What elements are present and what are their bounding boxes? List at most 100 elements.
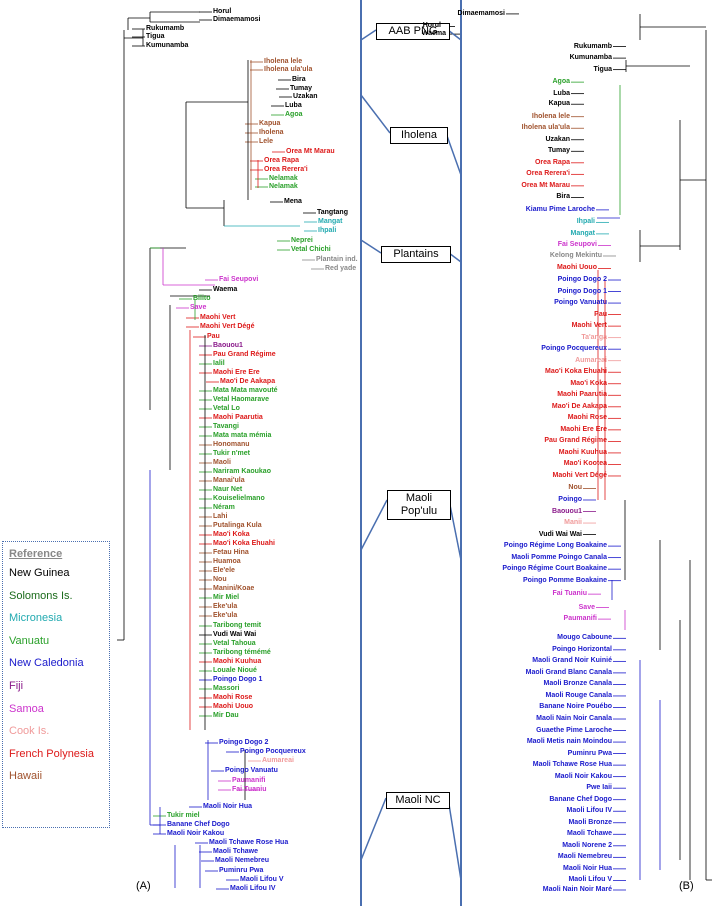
tree-a-leaf: Manini/Koae bbox=[213, 585, 255, 592]
tree-a-leaf: Orea Rerera'i bbox=[264, 166, 308, 173]
tree-b-leaf: Waema bbox=[421, 30, 446, 38]
branch bbox=[360, 797, 387, 861]
tree-b-leaf: Orea Mt Marau bbox=[521, 181, 570, 189]
tree-b-leaf: Poingo Horizontal bbox=[552, 645, 612, 653]
tree-b-leaf: Save bbox=[578, 603, 595, 611]
branch bbox=[447, 797, 462, 881]
tree-b-leaf: Maohi Vert Dégé bbox=[552, 471, 607, 479]
tree-b-leaf: Kumunamba bbox=[569, 54, 612, 62]
tree-b-leaf: Ta'anga bbox=[581, 333, 607, 341]
tree-b-leaf: Uzakan bbox=[545, 135, 570, 143]
tree-b-leaf: Maoli Grand Blanc Canala bbox=[525, 668, 612, 676]
tree-b-leaf: Poingo bbox=[558, 495, 582, 503]
group-box-maoli-nc: Maoli NC bbox=[386, 792, 450, 809]
tree-b-leaf: Poingo Pocquereux bbox=[541, 345, 607, 353]
tree-a-leaf: Huamoa bbox=[213, 558, 241, 565]
tree-b-leaf: Maoli Noir Kakou bbox=[554, 772, 612, 780]
branch bbox=[445, 132, 462, 176]
tree-a-leaf: Maoli Tchawe bbox=[213, 848, 258, 855]
tree-a-leaf: Tigua bbox=[146, 33, 165, 40]
tree-b-leaf: Pau bbox=[594, 310, 607, 318]
branch bbox=[360, 29, 377, 41]
tree-b-leaf: Maoli Lifou IV bbox=[566, 807, 613, 815]
tree-b-leaf: Mougo Caboune bbox=[557, 634, 612, 642]
tree-a-leaf: Aumareai bbox=[262, 757, 294, 764]
tree-a-leaf: Vetal Haomarave bbox=[213, 396, 270, 403]
tree-a-leaf: Dimaemamosi bbox=[213, 16, 261, 23]
tree-b-leaf: Nou bbox=[568, 484, 582, 492]
legend-item: Fiji bbox=[9, 679, 24, 692]
tree-a-leaf: Fai Tuaniu bbox=[232, 786, 267, 793]
tree-b-leaf: Agoa bbox=[552, 78, 571, 86]
group-box-plantains: Plantains bbox=[381, 246, 451, 263]
tree-a-leaf: Vetal Lo bbox=[213, 405, 240, 412]
group-box-maoli-populu: Maoli Pop'ulu bbox=[387, 490, 451, 520]
tree-b-leaf: Banane Chef Dogo bbox=[549, 795, 612, 803]
tree-b-leaf: Maohi Uouo bbox=[556, 264, 597, 272]
tree-b-leaf: Orea Rapa bbox=[534, 158, 570, 166]
tree-a-leaf: Poingo Dogo 2 bbox=[219, 739, 269, 746]
tree-a-leaf: Louale Nioué bbox=[213, 667, 257, 674]
tree-a-leaf: Eke'ula bbox=[213, 603, 238, 610]
tree-a-leaf: Eke'ula bbox=[213, 612, 238, 619]
tree-a-leaf: Manai'ula bbox=[213, 477, 245, 484]
tree-b-leaf: Rukumamb bbox=[573, 42, 612, 50]
tree-b-leaf: Manii bbox=[564, 519, 582, 527]
tree-a-leaf: Naur Net bbox=[213, 486, 243, 493]
tree-b-leaf: Poingo Régime Court Boakaine bbox=[502, 565, 607, 573]
tree-a-leaf: Waema bbox=[213, 286, 238, 293]
tree-b-leaf: Luba bbox=[553, 89, 570, 97]
tree-a-leaf: Putalinga Kula bbox=[213, 522, 262, 529]
tree-a-leaf: Poingo Pocquereux bbox=[240, 748, 306, 755]
tree-a-leaf: Vudi Wai Wai bbox=[213, 631, 257, 638]
tree-a-leaf: Bilito bbox=[193, 295, 211, 302]
tree-b-leaf: Kiamu Pime Laroche bbox=[525, 205, 595, 213]
legend-item: New Guinea bbox=[9, 567, 70, 579]
tree-b-leaf: Maoli Rouge Canala bbox=[545, 691, 612, 699]
panel-label-a: (A) bbox=[136, 880, 151, 892]
tree-a-leaf: Paumanifi bbox=[232, 777, 266, 784]
tree-a-leaf: Plantain ind. bbox=[316, 256, 358, 263]
tree-b-leaf: Maoli Metis nain Moindou bbox=[526, 738, 612, 746]
group-box-iholena: Iholena bbox=[390, 127, 448, 144]
tree-b-leaf: Maoli Noir Hua bbox=[562, 864, 612, 872]
tree-b-leaf: Kapua bbox=[548, 100, 570, 108]
tree-b-leaf: Banane Noire Pouébo bbox=[539, 703, 612, 711]
legend-item: Samoa bbox=[9, 702, 44, 715]
tree-a-leaf: Uzakan bbox=[293, 93, 318, 100]
tree-a-leaf: Maoli Noir Kakou bbox=[167, 830, 225, 837]
tree-b-leaf: Pau Grand Régime bbox=[544, 437, 607, 445]
tree-b-leaf: Maoli Nain Noir Maré bbox=[542, 886, 612, 893]
tree-a-leaf: Horul bbox=[213, 8, 232, 15]
tree-a-leaf: Mir Miel bbox=[213, 594, 240, 601]
tree-b-leaf: Bira bbox=[556, 193, 570, 201]
legend-item: Hawaii bbox=[9, 770, 43, 783]
branch bbox=[447, 29, 462, 41]
tree-b-leaf: Horul bbox=[422, 22, 441, 30]
tree-a-leaf: Tangtang bbox=[317, 209, 348, 216]
tree-a-leaf: Pau bbox=[207, 333, 220, 340]
tree-a-leaf: Maoli Noir Hua bbox=[203, 803, 253, 810]
tree-a-leaf: Kapua bbox=[259, 120, 281, 127]
tree-a-leaf: Mata Mata mavouté bbox=[213, 387, 278, 394]
tree-a-leaf: Fetau Hina bbox=[213, 549, 249, 556]
branch bbox=[360, 499, 388, 551]
tree-b-leaf: Puminru Pwa bbox=[567, 749, 612, 757]
tree-a-leaf: Baouou1 bbox=[213, 342, 243, 349]
tree-a-leaf: Maohi Vert Dégé bbox=[200, 323, 255, 330]
tree-a-leaf: Maohi Kuuhua bbox=[213, 658, 262, 665]
tree-a-leaf: Maohi Paarutia bbox=[213, 414, 263, 421]
tree-a-leaf: Mangat bbox=[318, 218, 343, 225]
tree-b-leaf: Maohi Vert bbox=[571, 322, 607, 330]
tree-b-leaf: Tumay bbox=[547, 147, 570, 155]
tree-a-leaf: Bira bbox=[292, 76, 306, 83]
tree-a-leaf: Mao'i De Aakapa bbox=[220, 378, 276, 385]
legend-item: Vanuatu bbox=[9, 634, 50, 647]
tree-a-leaf: Tukir n'met bbox=[213, 450, 250, 457]
tree-a-leaf: Maoli Lifou IV bbox=[230, 885, 276, 892]
tree-b-leaf: Ihpali bbox=[576, 218, 595, 226]
tree-b-leaf: Poingo Dogo 2 bbox=[557, 276, 607, 283]
tree-b-leaf: Poingo Régime Long Boakaine bbox=[503, 542, 607, 550]
tree-a-leaf: Maohi Ere Ere bbox=[213, 369, 260, 376]
